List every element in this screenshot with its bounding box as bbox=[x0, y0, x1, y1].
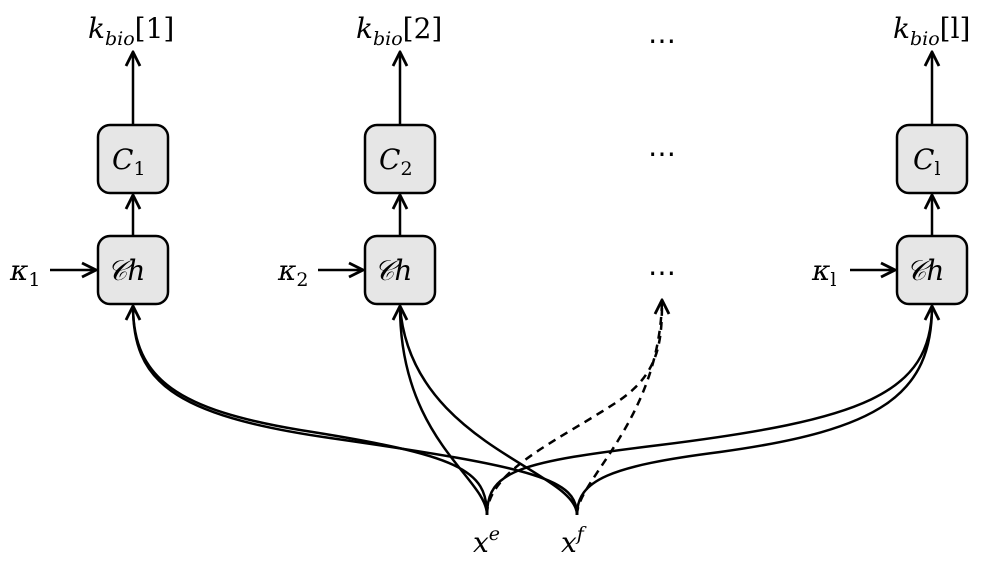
input-label-xe: xe bbox=[473, 523, 500, 559]
connector-xe-to-ch1 bbox=[133, 306, 489, 516]
channel-label-1: 𝒞h bbox=[107, 254, 145, 287]
classifier-box-2 bbox=[363, 123, 437, 195]
dashed-connector-xe-to-ellipsis bbox=[485, 300, 662, 516]
ellipsis-classifiers: ⋯ bbox=[648, 137, 676, 170]
connector-xf-to-ch1 bbox=[131, 305, 579, 516]
ellipsis-channels: ⋯ bbox=[648, 256, 676, 289]
key-label-1: κ1 bbox=[9, 254, 40, 291]
channel-box-1 bbox=[96, 234, 170, 306]
output-label-2: kbio[2] bbox=[356, 12, 442, 50]
ellipsis-outputs: ⋯ bbox=[648, 24, 676, 57]
channel-box-2 bbox=[363, 234, 437, 306]
output-label-l: kbio[l] bbox=[893, 12, 970, 50]
key-label-2: κ2 bbox=[277, 254, 308, 291]
classifier-box-l bbox=[895, 123, 969, 195]
classifier-label-1: C1 bbox=[112, 143, 146, 180]
output-label-1: kbio[1] bbox=[88, 12, 174, 50]
classifier-label-l: Cl bbox=[913, 143, 941, 180]
channel-label-2: 𝒞h bbox=[374, 254, 412, 287]
connector-xf-to-chl bbox=[575, 305, 934, 516]
connector-xe-to-chl bbox=[485, 306, 932, 516]
input-label-xf: xf bbox=[561, 523, 587, 559]
classifier-box-1 bbox=[96, 123, 170, 195]
dashed-connector-xf-to-ellipsis bbox=[575, 299, 664, 516]
connector-xf-to-ch2 bbox=[398, 305, 579, 516]
channel-label-l: 𝒞h bbox=[906, 254, 944, 287]
channel-box-l bbox=[895, 234, 969, 306]
classifier-label-2: C2 bbox=[379, 143, 413, 180]
connector-xe-to-ch2 bbox=[400, 306, 489, 516]
key-label-l: κl bbox=[811, 254, 836, 291]
